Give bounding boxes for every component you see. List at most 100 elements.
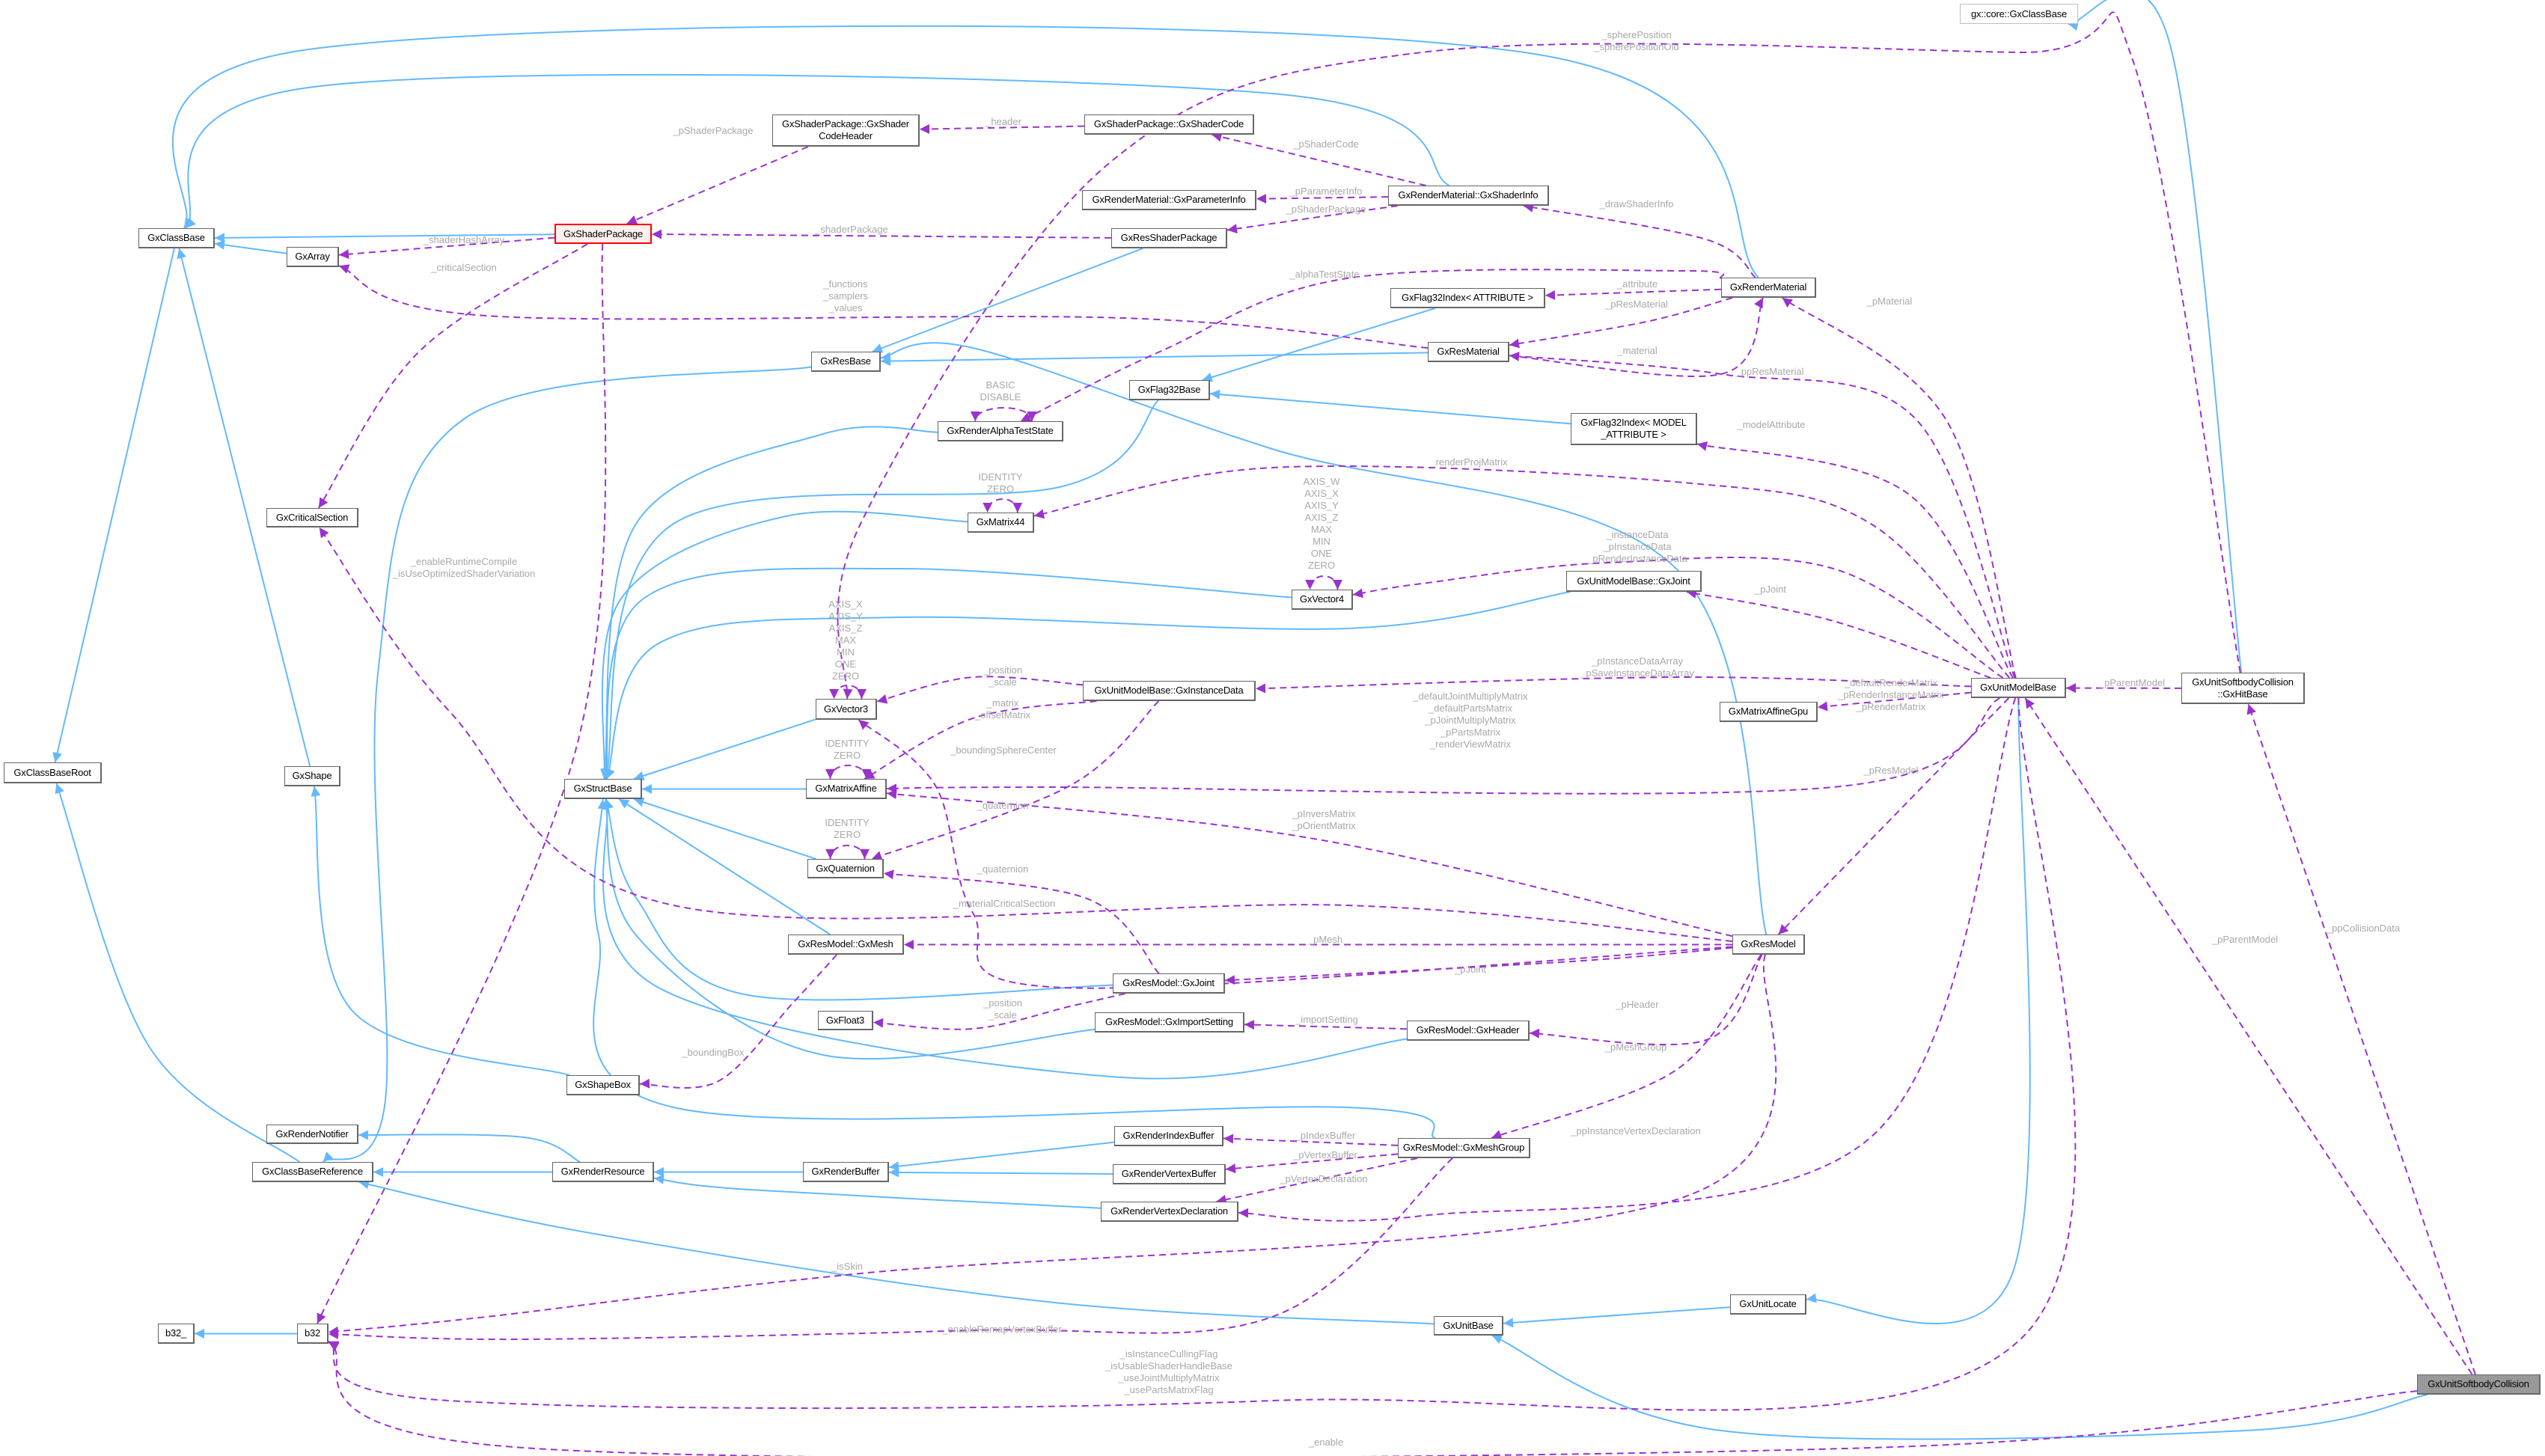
edge-label: MAX — [1311, 524, 1333, 535]
class-node-res-model[interactable]: GxResModel — [1732, 935, 1805, 955]
usage-edge-unitModelBase-to-flagModelAttr — [1696, 441, 2014, 679]
edge-label: _pJoint — [1454, 964, 1486, 975]
usage-edge-resModel-to-vector3 — [858, 719, 1733, 989]
edge-label: _ppResMaterial — [1735, 366, 1803, 377]
class-node-unit-locate[interactable]: GxUnitLocate — [1730, 1294, 1806, 1315]
class-node-shader-package[interactable]: GxShaderPackage — [554, 224, 652, 244]
usage-edge-quaternion-to-quaternion — [825, 845, 870, 860]
usage-edge-shaderCode-to-codeHeader — [919, 123, 1085, 134]
usage-edge-resModel-to-header — [1529, 954, 1763, 1046]
class-node-mesh[interactable]: GxResModel::GxMesh — [788, 935, 904, 955]
edge-label: ZERO — [834, 750, 861, 761]
edge-label: _pShaderPackage — [1286, 204, 1366, 215]
class-node-float3[interactable]: GxFloat3 — [818, 1011, 873, 1030]
class-node-shader-info[interactable]: GxRenderMaterial::GxShaderInfo — [1388, 186, 1549, 206]
class-node-class-base-ref[interactable]: GxClassBaseReference — [252, 1162, 373, 1182]
class-node-matrix44[interactable]: GxMatrix44 — [968, 513, 1034, 533]
edge-label: AXIS_X — [828, 599, 863, 610]
class-node-vector4[interactable]: GxVector4 — [1292, 590, 1353, 610]
usage-edge-meshGroup-to-vertexDecl — [1216, 1157, 1418, 1205]
class-node-index-buffer[interactable]: GxRenderIndexBuffer — [1114, 1126, 1223, 1146]
class-node-shape-box[interactable]: GxShapeBox — [566, 1075, 640, 1095]
edge-label: _pRenderInstanceMatrix — [1837, 689, 1944, 700]
edge-label: _defaultRenderMatrix — [1844, 677, 1938, 688]
class-node-res-material[interactable]: GxResMaterial — [1428, 342, 1509, 362]
usage-edge-shaderPackage-to-b32 — [317, 243, 607, 1324]
class-node-render-buffer[interactable]: GxRenderBuffer — [803, 1162, 889, 1182]
edge-label: BASIC — [986, 379, 1015, 391]
class-node-instance-data[interactable]: GxUnitModelBase::GxInstanceData — [1083, 681, 1256, 701]
class-node-flag-attr[interactable]: GxFlag32Index< ATTRIBUTE > — [1390, 288, 1545, 308]
edge-label: _pShaderCode — [1292, 138, 1358, 150]
edge-label: _enable — [1308, 1437, 1343, 1448]
edge-label: _material — [1616, 345, 1658, 356]
usage-edge-matrix44-to-matrix44 — [983, 498, 1023, 513]
class-node-matrix-affine-gpu[interactable]: GxMatrixAffineGpu — [1720, 702, 1818, 722]
edge-label: _ppCollisionData — [2326, 923, 2401, 934]
class-node-render-material[interactable]: GxRenderMaterial — [1721, 278, 1816, 298]
usage-edge-hitBase-to-vector3 — [837, 11, 2241, 700]
usage-edge-resMaterial-to-renderMaterial — [1509, 297, 1765, 377]
class-node-class-base-root[interactable]: GxClassBaseRoot — [4, 762, 102, 783]
usage-edge-resModel-to-resJoint — [1224, 946, 1733, 985]
usage-edge-matrixAffine-to-matrixAffine — [825, 765, 872, 780]
edge-label: _ppInstanceVertexDeclaration — [1570, 1125, 1700, 1137]
inheritance-edge-array-to-classBase — [214, 239, 287, 254]
usage-edge-softbody-to-hitBase — [2246, 703, 2476, 1375]
class-node-res-shader-package[interactable]: GxResShaderPackage — [1111, 228, 1227, 248]
class-node-flag-model-attr[interactable]: GxFlag32Index< MODEL _ATTRIBUTE > — [1571, 413, 1697, 445]
class-node-render-resource[interactable]: GxRenderResource — [552, 1162, 654, 1182]
usage-edge-meshGroup-to-b32 — [328, 1157, 1453, 1341]
class-node-res-base[interactable]: GxResBase — [811, 352, 881, 372]
edge-label: AXIS_Y — [1304, 500, 1339, 511]
edge-label: _pRenderInstanceData — [1586, 553, 1687, 564]
class-node-b32u[interactable]: b32_ — [158, 1324, 195, 1344]
class-node-quaternion[interactable]: GxQuaternion — [807, 859, 884, 878]
class-node-param-info[interactable]: GxRenderMaterial::GxParameterInfo — [1082, 190, 1256, 210]
edge-label: _spherePosition — [1601, 29, 1671, 40]
usage-edge-unitModelBase-to-unitJoint — [1686, 589, 1991, 679]
class-node-critical-section[interactable]: GxCriticalSection — [266, 508, 358, 527]
class-node-vector3[interactable]: GxVector3 — [816, 699, 877, 720]
edge-label: _criticalSection — [430, 262, 496, 273]
class-node-code-header[interactable]: GxShaderPackage::GxShader CodeHeader — [772, 114, 920, 147]
inheritance-edge-renderMaterial-to-classBase — [171, 25, 1759, 278]
usage-edge-unitModelBase-to-matrixAffineGpu — [1817, 691, 1972, 712]
class-node-res-joint[interactable]: GxResModel::GxJoint — [1113, 973, 1225, 994]
class-node-vertex-buffer[interactable]: GxRenderVertexBuffer — [1113, 1164, 1226, 1184]
edge-label: MAX — [835, 634, 857, 646]
edge-label: _enableRemapVertexBuffer — [941, 1324, 1062, 1335]
class-node-hit-base[interactable]: GxUnitSoftbodyCollision ::GxHitBase — [2181, 673, 2305, 704]
class-node-struct-base[interactable]: GxStructBase — [564, 779, 642, 799]
edge-label: IDENTITY — [825, 817, 870, 828]
class-node-header[interactable]: GxResModel::GxHeader — [1407, 1021, 1530, 1041]
class-node-shape[interactable]: GxShape — [284, 766, 340, 786]
usage-edge-resJoint-to-float3 — [873, 993, 1125, 1030]
inheritance-edge-vertexBuffer-to-renderBuffer — [888, 1167, 1113, 1178]
edge-label: _pMaterial — [1866, 296, 1913, 307]
edge-label: _pRenderMatrix — [1856, 701, 1926, 712]
class-node-class-base[interactable]: GxClassBase — [138, 228, 215, 248]
class-node-matrix-affine[interactable]: GxMatrixAffine — [806, 779, 887, 799]
inheritance-edge-resBase-to-classBaseRef — [322, 366, 812, 1163]
class-node-array[interactable]: GxArray — [287, 247, 339, 267]
inheritance-edge-matrix44-to-structBase — [600, 510, 968, 780]
class-node-import-setting[interactable]: GxResModel::GxImportSetting — [1095, 1012, 1244, 1033]
class-node-gx-core-class-base[interactable]: gx::core::GxClassBase — [1960, 4, 2078, 24]
edge-label: AXIS_X — [1304, 488, 1339, 499]
class-node-unit-model-base[interactable]: GxUnitModelBase — [1971, 678, 2066, 698]
edge-label: _pShaderPackage — [673, 125, 754, 136]
class-node-vertex-decl[interactable]: GxRenderVertexDeclaration — [1101, 1202, 1238, 1222]
class-node-unit-joint[interactable]: GxUnitModelBase::GxJoint — [1566, 571, 1702, 592]
class-node-render-notifier[interactable]: GxRenderNotifier — [266, 1125, 358, 1144]
class-node-softbody[interactable]: GxUnitSoftbodyCollision — [2417, 1374, 2541, 1395]
usage-edge-alphaTest-to-alphaTest — [970, 407, 1037, 422]
usage-edge-instanceData-to-quaternion — [871, 700, 1160, 860]
class-node-mesh-group[interactable]: GxResModel::GxMeshGroup — [1398, 1138, 1530, 1158]
class-node-b32[interactable]: b32 — [297, 1324, 329, 1344]
class-node-alpha-test[interactable]: GxRenderAlphaTestState — [938, 421, 1063, 441]
class-node-shader-code[interactable]: GxShaderPackage::GxShaderCode — [1084, 114, 1254, 135]
class-node-unit-base[interactable]: GxUnitBase — [1434, 1316, 1503, 1336]
class-node-flag32-base[interactable]: GxFlag32Base — [1129, 380, 1210, 400]
